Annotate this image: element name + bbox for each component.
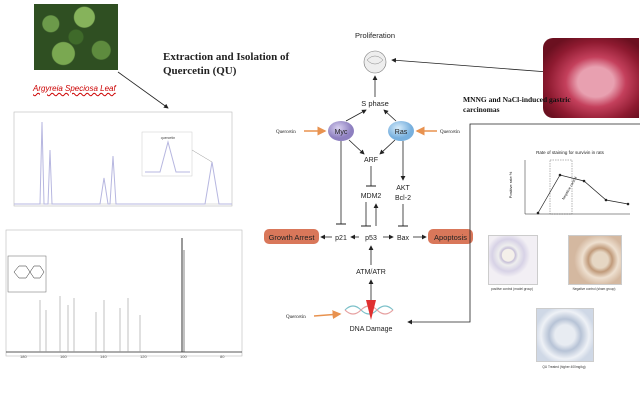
ras-node [388, 121, 414, 141]
survivin-chart-ylabel: Positive rate % [508, 171, 513, 198]
hplc-chromatogram: quercetin [13, 111, 233, 207]
svg-text:120: 120 [140, 354, 147, 359]
gastric-to-proliferation-arrow [391, 57, 549, 73]
survivin-chart: Rate of staining for survivin in rats Po… [508, 150, 630, 215]
atm-atr-label: ATM/ATR [356, 269, 386, 276]
leaf-caption: Argyreia Speciosa Leaf [33, 84, 116, 93]
bcl2-label: Bcl-2 [395, 195, 411, 202]
apoptosis-label: Apoptosis [434, 233, 467, 242]
stain-caption-right: Negative control (sham group) [573, 287, 616, 291]
growth-arrest-box [264, 229, 319, 244]
quercetin-myc-label: Quercetin [276, 130, 296, 135]
ras-label: Ras [395, 129, 408, 136]
arf-label: ARF [364, 157, 378, 164]
myc-node [328, 121, 354, 141]
extraction-title: Extraction and Isolation of Quercetin (Q… [163, 51, 290, 77]
p53-label: p53 [365, 235, 377, 242]
gastric-to-dna-arrow [407, 123, 640, 325]
akt-label: AKT [396, 185, 410, 192]
dna-damage-label: DNA Damage [350, 326, 393, 333]
proliferation-label: Proliferation [355, 31, 395, 40]
quercetin-ras-label: Quercetin [440, 130, 460, 135]
svg-text:80: 80 [220, 354, 225, 359]
mdm2-label: MDM2 [361, 193, 382, 200]
stain-image-negative-control [568, 235, 622, 285]
p21-label: p21 [335, 235, 347, 242]
stain-caption-bottom: QU Treated (higher 400mg/kg) [542, 365, 585, 369]
hplc-inset-label: quercetin [161, 136, 175, 140]
s-phase-label: S phase [361, 99, 389, 108]
apoptosis-box [428, 229, 473, 244]
quercetin-structure [7, 255, 47, 293]
myc-label: Myc [335, 129, 348, 136]
svg-text:160: 160 [60, 354, 67, 359]
gastric-carcinoma-photo [543, 38, 639, 118]
stain-image-qu-treated [536, 308, 594, 362]
proliferation-cell-icon [363, 50, 387, 74]
stain-caption-left: positive control (model group) [491, 287, 533, 291]
quercetin-dna-label: Quercetin [286, 315, 306, 320]
leaf-to-extraction-arrow [117, 71, 169, 109]
pathway-diagram: Proliferation S phase Myc Ras Quercetin … [264, 31, 473, 333]
nmr-spectrum: 180 160 140 120 100 80 [5, 229, 243, 359]
growth-arrest-label: Growth Arrest [269, 233, 316, 242]
bax-label: Bax [397, 235, 410, 242]
negative-control-label: Negative control [561, 176, 578, 201]
survivin-chart-title: Rate of staining for survivin in rats [536, 150, 605, 155]
stain-image-positive-control [488, 235, 538, 285]
svg-text:140: 140 [100, 354, 107, 359]
svg-text:180: 180 [20, 354, 27, 359]
gastric-caption: MNNG and NaCl-induced gastric carcinomas [463, 95, 571, 114]
leaf-photo [34, 4, 118, 70]
svg-text:100: 100 [180, 354, 187, 359]
dna-helix-icon [344, 300, 394, 320]
hplc-inset [141, 131, 193, 177]
